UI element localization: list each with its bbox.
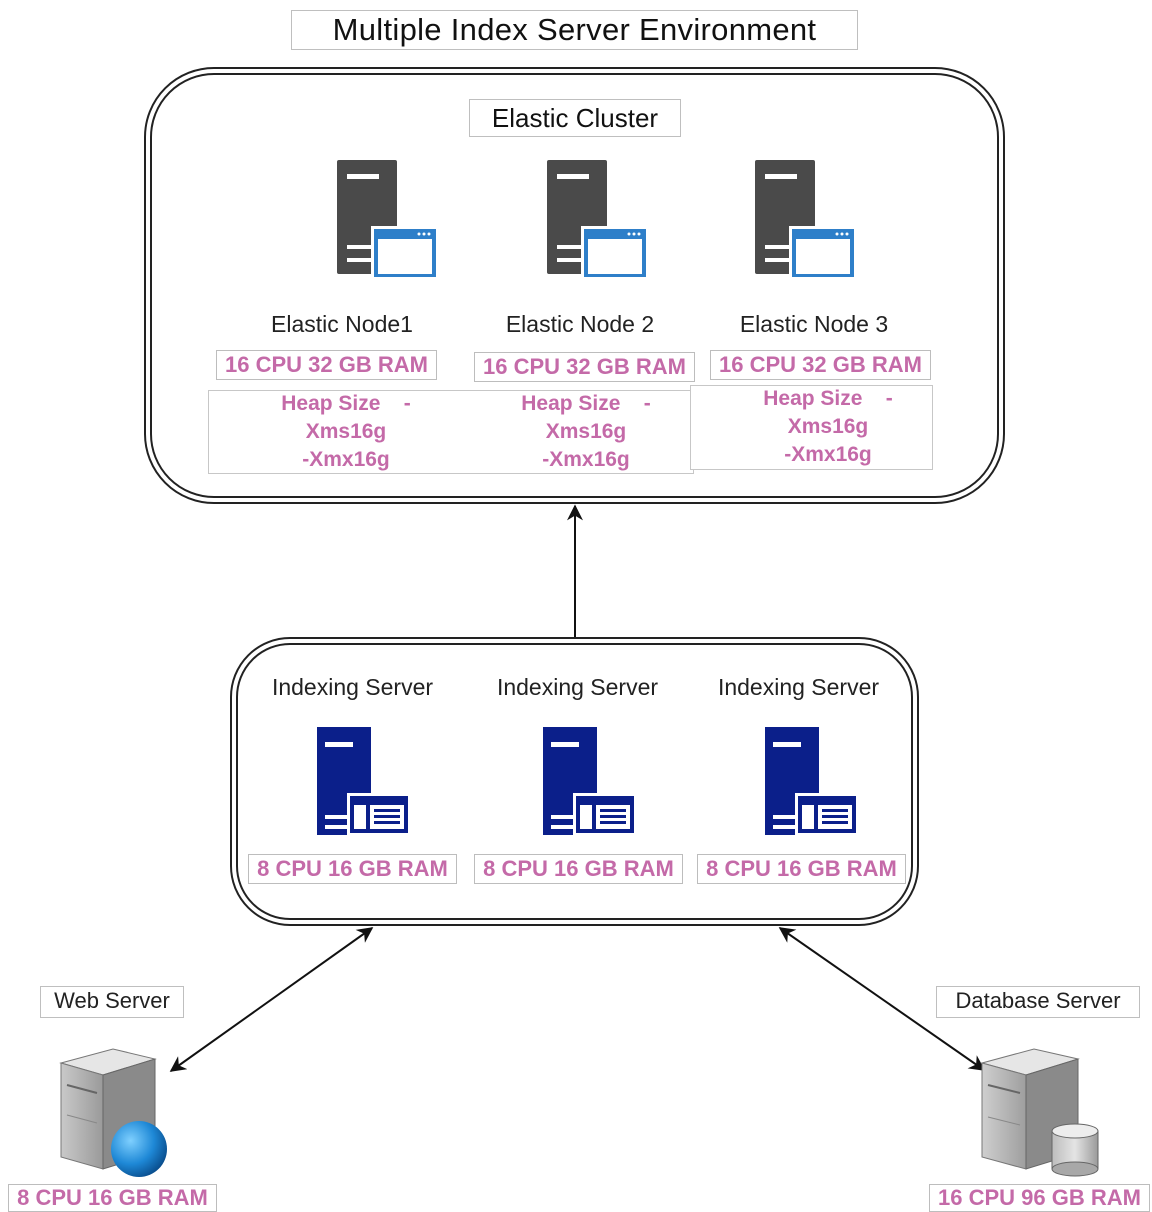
web-server-globe-icon: [59, 1048, 167, 1177]
database-server-icon: [980, 1048, 1099, 1177]
diagram-title: Multiple Index Server Environment: [291, 10, 858, 50]
elastic-cluster-container: [144, 67, 1005, 504]
heap-line: -Xmx16g: [542, 448, 630, 471]
heap-line: Xms16g: [545, 420, 627, 443]
indexing-server-spec: 8 CPU 16 GB RAM: [697, 854, 906, 884]
indexing-server-spec: 8 CPU 16 GB RAM: [474, 854, 683, 884]
elastic-server-window-icon: [337, 160, 439, 280]
web-server-spec: 8 CPU 16 GB RAM: [8, 1184, 217, 1212]
indexing-server-label: Indexing Server: [271, 674, 434, 700]
web-server-label: Web Server: [40, 986, 184, 1018]
elastic-node-spec: 16 CPU 32 GB RAM: [474, 352, 695, 382]
elastic-node-spec: 16 CPU 32 GB RAM: [710, 350, 931, 380]
indexing-server-label: Indexing Server: [496, 674, 659, 700]
indexing-servers-container: [230, 637, 919, 926]
indexing-server-icon: [543, 727, 637, 835]
elastic-node-label: Elastic Node 2: [505, 311, 655, 337]
elastic-server-window-icon: [755, 160, 857, 280]
heap-size-text: Heap Size - Xms16g -Xmx16g: [231, 390, 461, 474]
elastic-node-spec: 16 CPU 32 GB RAM: [216, 350, 437, 380]
heap-line: Heap Size -: [521, 392, 651, 415]
heap-line: Heap Size -: [281, 392, 411, 415]
indexing-server-icon: [765, 727, 859, 835]
database-server-spec: 16 CPU 96 GB RAM: [929, 1184, 1150, 1212]
heap-line: Xms16g: [305, 420, 387, 443]
heap-line: -Xmx16g: [302, 448, 390, 471]
heap-line: Heap Size -: [763, 387, 893, 410]
indexing-server-spec: 8 CPU 16 GB RAM: [248, 854, 457, 884]
heap-size-box: [690, 385, 933, 470]
db-indexing-arrow: [778, 927, 986, 1071]
indexing-server-icon: [317, 727, 411, 835]
indexing-servers-container-inner: [236, 643, 913, 920]
heap-line: Xms16g: [787, 415, 869, 438]
heap-size-text: Heap Size - Xms16g -Xmx16g: [471, 390, 701, 474]
elastic-cluster-container-inner: [150, 73, 999, 498]
heap-line: -Xmx16g: [784, 443, 872, 466]
indexing-server-label: Indexing Server: [717, 674, 880, 700]
elastic-server-window-icon: [547, 160, 649, 280]
web-indexing-arrow: [169, 927, 374, 1072]
cluster-title: Elastic Cluster: [469, 99, 681, 137]
elastic-node-label: Elastic Node 3: [739, 311, 889, 337]
heap-size-box: [208, 390, 694, 474]
database-server-label: Database Server: [936, 986, 1140, 1018]
elastic-node-label: Elastic Node1: [271, 311, 413, 337]
heap-size-text: Heap Size - Xms16g -Xmx16g: [713, 385, 943, 469]
